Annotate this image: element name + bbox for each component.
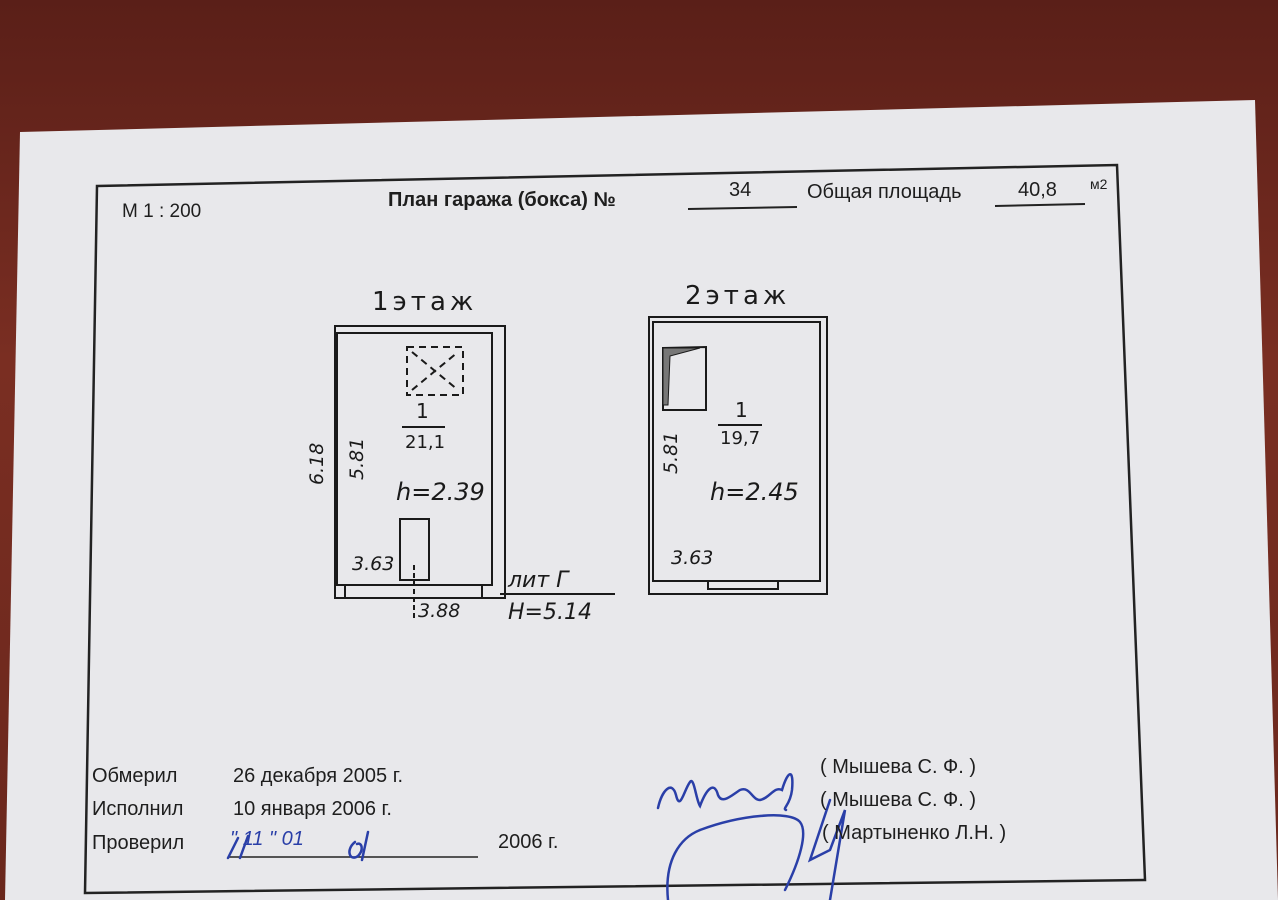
total-height: H=5.14 (508, 600, 592, 625)
signer-name-3: ( Мартыненко Л.Н. ) (822, 822, 1007, 844)
checked-label: Проверил (92, 832, 185, 854)
floor2-inner-width: 3.63 (671, 547, 714, 569)
executed-label: Исполнил (92, 798, 184, 820)
floor1-height: h=2.39 (396, 478, 485, 506)
floor2-title: 2этаж (685, 281, 791, 311)
measured-date: 26 декабря 2005 г. (233, 765, 404, 787)
form-frame (83, 163, 1147, 895)
floor1-room-area: 21,1 (405, 432, 446, 453)
checked-year: 2006 г. (498, 831, 559, 853)
floor2-room-area: 19,7 (720, 428, 761, 449)
floor1-plan (334, 325, 615, 620)
executed-date: 10 января 2006 г. (233, 798, 392, 820)
floor2-room-number: 1 (735, 398, 748, 422)
floor2-inner-length: 5.81 (660, 431, 682, 474)
box-number: 34 (729, 179, 752, 201)
area-unit: м2 (1090, 176, 1108, 192)
checked-date: " 11 " 01 (230, 828, 304, 850)
scale-label: М 1 : 200 (122, 201, 202, 222)
floor1-outer-length: 6.18 (306, 442, 328, 485)
floor1-outer-width: 3.88 (418, 600, 461, 622)
floor1-inner-length: 5.81 (346, 437, 368, 480)
floor1-title: 1этаж (372, 287, 478, 317)
litera-label: лит Г (508, 568, 569, 593)
floor2-height: h=2.45 (710, 478, 799, 506)
floor1-room-number: 1 (416, 399, 429, 423)
area-label: Общая площадь (807, 181, 962, 203)
signer-name-2: ( Мышева С. Ф. ) (820, 789, 977, 811)
floor2-plan (648, 316, 828, 595)
area-value: 40,8 (1018, 179, 1057, 201)
measured-label: Обмерил (92, 765, 178, 787)
floor1-inner-width: 3.63 (352, 553, 395, 575)
page-title: План гаража (бокса) № (388, 189, 616, 211)
handwritten-signature (226, 773, 847, 900)
signer-name-1: ( Мышева С. Ф. ) (820, 756, 977, 778)
